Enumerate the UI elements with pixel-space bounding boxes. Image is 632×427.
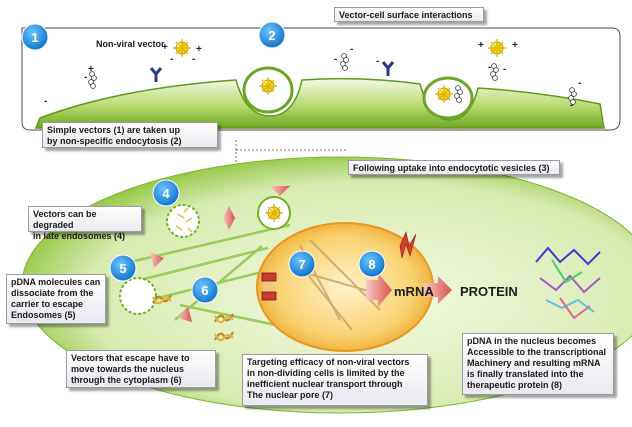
svg-text:+: + xyxy=(162,42,168,53)
svg-text:-: - xyxy=(570,100,573,111)
callout-nuclear-pore: Targeting efficacy of non-viral vectors … xyxy=(242,354,428,406)
degraded-vector-icon xyxy=(175,207,193,233)
callout-endosome-escape: pDNA molecules can dissociate from the c… xyxy=(6,274,106,324)
down-arrow-icon xyxy=(270,186,290,196)
cell-membrane-top xyxy=(34,77,605,129)
step-marker-6: 6 xyxy=(191,276,219,304)
callout-endocytosis: Simple vectors (1) are taken up by non-s… xyxy=(42,122,218,148)
svg-text:+: + xyxy=(512,40,518,51)
svg-text:-: - xyxy=(350,44,353,55)
svg-text:1: 1 xyxy=(31,30,38,45)
protein-structure-icon xyxy=(535,246,601,320)
callout-cytoplasm-transport: Vectors that escape have to move towards… xyxy=(66,350,216,388)
svg-text:-: - xyxy=(578,78,581,89)
callout-late-endosomes: Vectors can be degraded in late endosome… xyxy=(28,206,142,241)
mrna-label: mRNA xyxy=(394,284,434,299)
protein-label: PROTEIN xyxy=(460,284,518,299)
svg-text:2: 2 xyxy=(268,28,275,43)
svg-text:-: - xyxy=(376,56,379,67)
header-title: Vector-cell surface interactions xyxy=(334,7,484,22)
svg-text:-: - xyxy=(170,54,173,65)
svg-text:-: - xyxy=(334,54,337,65)
svg-text:-: - xyxy=(503,64,506,75)
callout-endocytotic-vesicles: Following uptake into endocytotic vesicl… xyxy=(348,160,560,175)
down-arrow-icon xyxy=(150,252,164,268)
svg-text:-: - xyxy=(192,54,195,65)
late-endosome-icon xyxy=(166,204,200,238)
svg-text:-: - xyxy=(488,62,491,73)
callout-transcription: pDNA in the nucleus becomes Accessible t… xyxy=(462,333,614,395)
svg-text:7: 7 xyxy=(298,257,305,272)
step-marker-1: 1 xyxy=(21,23,49,51)
up-arrow-icon xyxy=(178,306,192,322)
svg-text:+: + xyxy=(478,40,484,51)
charge-signs: ++-- -+- --- ++-- -- xyxy=(44,40,581,111)
escaping-endosome-icon xyxy=(119,277,157,315)
svg-text:-: - xyxy=(44,96,47,107)
svg-text:4: 4 xyxy=(162,186,170,201)
svg-text:-: - xyxy=(84,72,87,83)
step-marker-2: 2 xyxy=(258,21,286,49)
direction-arrows xyxy=(150,186,452,322)
svg-text:+: + xyxy=(196,44,202,55)
non-viral-vector-label: Non-viral vector xyxy=(96,39,165,49)
step-marker-4: 4 xyxy=(152,179,180,207)
svg-text:+: + xyxy=(88,64,94,75)
step-marker-5: 5 xyxy=(109,254,137,282)
transcription-arrow-icon xyxy=(399,231,417,259)
step-marker-7: 7 xyxy=(288,250,316,278)
step-marker-8: 8 xyxy=(358,250,386,278)
right-arrow-icon xyxy=(424,276,452,304)
right-arrow-icon xyxy=(366,273,392,307)
nuclear-pore-icon xyxy=(261,272,277,301)
svg-text:8: 8 xyxy=(368,257,375,272)
svg-text:5: 5 xyxy=(119,261,126,276)
svg-text:6: 6 xyxy=(201,283,208,298)
down-arrow-icon xyxy=(223,206,235,230)
